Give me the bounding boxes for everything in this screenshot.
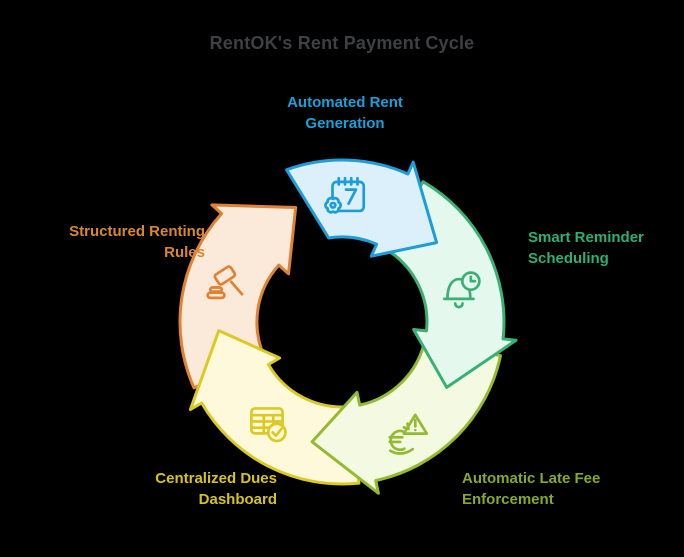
bell-clock-icon: [436, 264, 488, 316]
step-label-line: Smart Reminder: [528, 229, 644, 246]
step-label-line: Dashboard: [198, 491, 277, 508]
step-label-automatic-late-fee-enforcement: Automatic Late Fee Enforcement: [462, 468, 667, 510]
gavel-icon: [202, 262, 254, 314]
step-label-line: Scheduling: [528, 250, 609, 267]
currency-warning-icon: [382, 405, 434, 457]
step-label-automated-rent-generation: Automated Rent Generation: [247, 92, 443, 134]
cycle-arrow-automated-rent-generation: [285, 158, 439, 258]
cycle-arrow-structured-renting-rules: [178, 203, 298, 390]
step-label-centralized-dues-dashboard: Centralized Dues Dashboard: [77, 468, 277, 510]
step-label-line: Centralized Dues: [155, 470, 277, 487]
step-label-line: Enforcement: [462, 491, 554, 508]
diagram-title: RentOK's Rent Payment Cycle: [209, 33, 475, 53]
step-label-structured-renting-rules: Structured Renting Rules: [24, 221, 205, 263]
dues-table-check-icon: [242, 397, 294, 449]
calendar-gear-icon: [319, 173, 371, 225]
step-label-line: Generation: [305, 115, 385, 132]
step-label-line: Automatic Late Fee: [462, 470, 601, 487]
step-label-line: Automated Rent: [287, 94, 403, 111]
step-label-line: Structured Renting: [69, 223, 205, 240]
step-label-smart-reminder-scheduling: Smart Reminder Scheduling: [528, 227, 680, 269]
step-label-line: Rules: [164, 244, 205, 261]
